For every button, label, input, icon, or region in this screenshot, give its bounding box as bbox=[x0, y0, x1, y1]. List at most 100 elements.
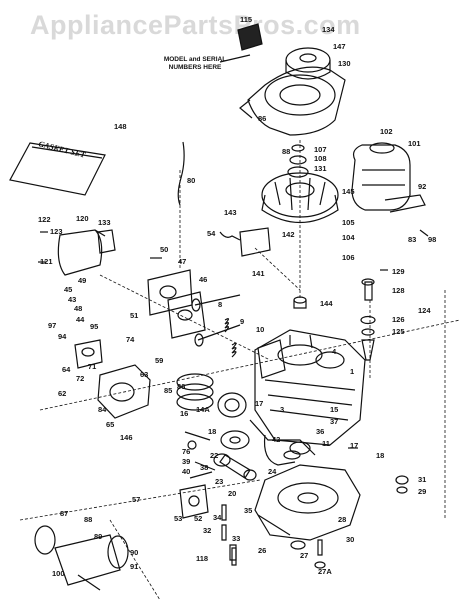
connecting-rod bbox=[213, 453, 257, 481]
callout-95: 95 bbox=[90, 322, 99, 331]
callout-102: 102 bbox=[380, 127, 393, 136]
callout-108: 108 bbox=[314, 154, 327, 163]
callout-28: 28 bbox=[338, 515, 347, 524]
callout-22: 22 bbox=[210, 451, 219, 460]
callout-23: 23 bbox=[215, 477, 224, 486]
callout-89: 89 bbox=[94, 532, 103, 541]
small-bolts bbox=[38, 229, 429, 449]
callout-50: 50 bbox=[160, 245, 169, 254]
crankshaft bbox=[249, 419, 316, 466]
callout-51: 51 bbox=[130, 311, 139, 320]
callout-63: 63 bbox=[140, 370, 149, 379]
callout-24: 24 bbox=[268, 467, 277, 476]
bolt-144 bbox=[293, 296, 307, 309]
seal-24 bbox=[283, 450, 301, 460]
callout-27a: 27A bbox=[318, 567, 332, 576]
gasket-set-envelope bbox=[9, 142, 106, 196]
callout-8: 8 bbox=[218, 300, 223, 309]
callout-17a: 17 bbox=[255, 399, 264, 408]
assembly-guide-lines bbox=[19, 140, 461, 600]
bottom-bolts bbox=[221, 504, 237, 561]
callout-72: 72 bbox=[76, 374, 85, 383]
callout-4: 4 bbox=[332, 347, 337, 356]
callout-88: 88 bbox=[282, 147, 291, 156]
callout-33: 33 bbox=[232, 534, 241, 543]
valves bbox=[191, 294, 241, 347]
callout-39: 39 bbox=[182, 457, 191, 466]
callout-36: 36 bbox=[316, 427, 325, 436]
callout-148: 148 bbox=[114, 122, 127, 131]
piston-rings bbox=[176, 373, 214, 411]
washer-26 bbox=[290, 540, 306, 550]
callout-52: 52 bbox=[194, 514, 203, 523]
oil-sump bbox=[254, 464, 361, 541]
callout-122: 122 bbox=[38, 215, 51, 224]
callout-126: 126 bbox=[392, 315, 405, 324]
callout-32: 32 bbox=[203, 526, 212, 535]
callout-46: 46 bbox=[199, 275, 208, 284]
muffler-bracket bbox=[384, 194, 426, 213]
callout-147: 147 bbox=[333, 42, 346, 51]
callout-87: 87 bbox=[60, 509, 69, 518]
air-cleaner-cover bbox=[97, 229, 116, 254]
valve-springs bbox=[224, 318, 237, 358]
oil-fill-tube bbox=[360, 278, 376, 361]
cam-gear bbox=[220, 430, 250, 450]
callout-129: 129 bbox=[392, 267, 405, 276]
callout-57: 57 bbox=[132, 495, 141, 504]
callout-144: 144 bbox=[320, 299, 333, 308]
float-bowl bbox=[217, 392, 247, 418]
callout-88b: 88 bbox=[84, 515, 93, 524]
carburetor-plate bbox=[147, 269, 193, 316]
callout-62: 62 bbox=[58, 389, 67, 398]
callout-80: 80 bbox=[187, 176, 196, 185]
muffler bbox=[351, 142, 411, 211]
callout-146: 146 bbox=[120, 433, 133, 442]
callout-101: 101 bbox=[408, 139, 421, 148]
callout-125: 125 bbox=[392, 327, 405, 336]
callout-18a: 18 bbox=[208, 427, 217, 436]
flywheel-nut bbox=[287, 144, 309, 178]
callout-65: 65 bbox=[106, 420, 115, 429]
callout-97: 97 bbox=[48, 321, 57, 330]
callout-1: 1 bbox=[350, 367, 355, 376]
callout-27: 27 bbox=[300, 551, 309, 560]
callout-76: 76 bbox=[182, 447, 191, 456]
callout-20: 20 bbox=[228, 489, 237, 498]
callout-130: 130 bbox=[338, 59, 351, 68]
callout-100: 100 bbox=[52, 569, 65, 578]
callout-84: 84 bbox=[98, 405, 107, 414]
callout-142: 142 bbox=[282, 230, 295, 239]
serial-plate bbox=[219, 23, 263, 63]
callout-53: 53 bbox=[174, 514, 183, 523]
callout-10: 10 bbox=[256, 325, 265, 334]
callout-15: 15 bbox=[330, 405, 339, 414]
callout-29: 29 bbox=[418, 487, 427, 496]
callout-14a: 14A bbox=[196, 405, 210, 414]
callout-74: 74 bbox=[126, 335, 135, 344]
callout-107: 107 bbox=[314, 145, 327, 154]
callout-48: 48 bbox=[74, 304, 83, 313]
callout-11: 11 bbox=[322, 439, 330, 448]
callout-43: 43 bbox=[68, 295, 77, 304]
callout-35: 35 bbox=[244, 506, 253, 515]
callout-91: 91 bbox=[130, 562, 139, 571]
starter-housing bbox=[239, 66, 346, 136]
callout-83: 83 bbox=[408, 235, 417, 244]
callout-40: 40 bbox=[182, 467, 191, 476]
callout-118: 118 bbox=[196, 554, 209, 563]
callout-3: 3 bbox=[280, 405, 285, 414]
callout-54: 54 bbox=[207, 229, 216, 238]
callout-18b: 18 bbox=[376, 451, 385, 460]
callout-120: 120 bbox=[76, 214, 89, 223]
bolt-118 bbox=[231, 547, 237, 566]
carburetor bbox=[97, 364, 151, 419]
watermark: AppliancePartsPros.com bbox=[30, 10, 361, 40]
callout-90: 90 bbox=[130, 548, 139, 557]
callout-145: 145 bbox=[342, 187, 355, 196]
callout-49: 49 bbox=[78, 276, 87, 285]
callout-16: 16 bbox=[180, 409, 189, 418]
cylinder-head bbox=[257, 339, 286, 379]
fuel-filter bbox=[34, 525, 129, 591]
